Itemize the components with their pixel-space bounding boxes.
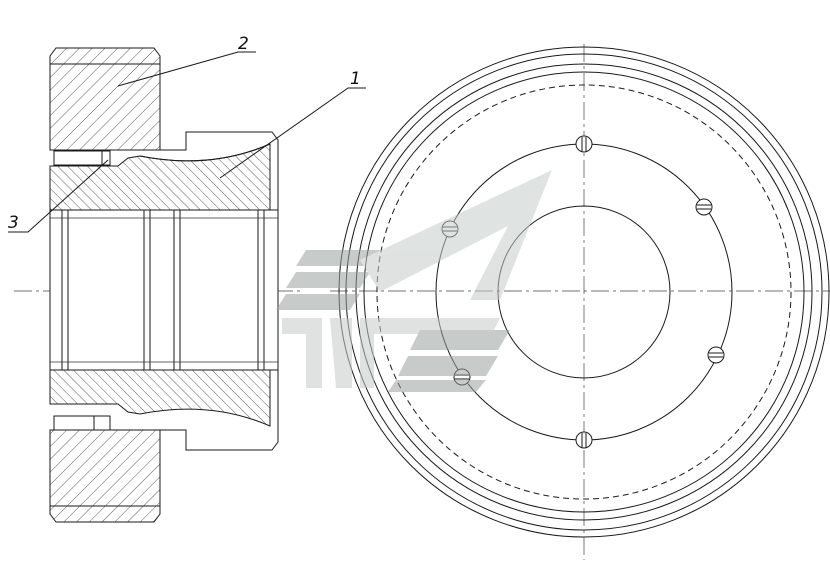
hub-flange-upper xyxy=(160,131,279,210)
leader-2 xyxy=(117,51,256,87)
section-view xyxy=(8,47,366,523)
screw-upper xyxy=(53,150,111,166)
screw-head-top xyxy=(575,135,593,153)
outer-rim-3 xyxy=(355,63,813,521)
leader-1 xyxy=(219,87,366,179)
outer-rim-1 xyxy=(338,46,830,538)
callout-1: 1 xyxy=(350,69,361,89)
callout-2: 2 xyxy=(238,34,249,54)
outer-rim-2 xyxy=(345,53,823,531)
leader-3 xyxy=(8,159,109,233)
screw-head-bottom xyxy=(575,431,593,449)
watermark-logo xyxy=(276,170,552,392)
hidden-circle xyxy=(376,84,792,500)
hub-lower xyxy=(49,369,271,427)
screw-head-upper-right xyxy=(695,198,713,216)
outer-rim-4 xyxy=(363,71,805,513)
front-view xyxy=(330,44,830,560)
hub-flange-lower xyxy=(160,370,279,451)
hub-bore xyxy=(49,209,279,371)
gear-rim-lower xyxy=(49,429,161,523)
callout-3: 3 xyxy=(8,213,19,233)
screw-lower xyxy=(53,415,111,431)
hub-profile-upper xyxy=(139,143,271,162)
screw-head-lower-right xyxy=(707,346,725,364)
gear-rim-upper xyxy=(49,47,161,151)
